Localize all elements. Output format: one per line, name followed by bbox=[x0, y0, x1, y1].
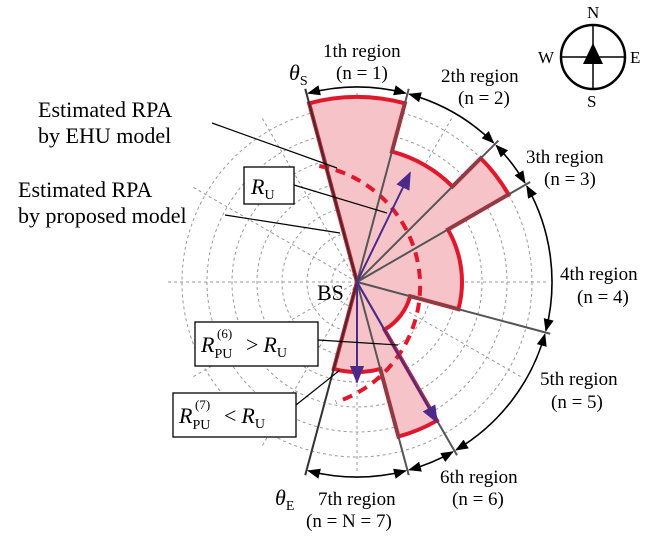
region-divider bbox=[356, 181, 531, 283]
grid-spoke bbox=[260, 115, 358, 283]
region-labels: 1th region (n = 1) 2th region (n = 2) 3t… bbox=[306, 41, 638, 532]
ru-arrow bbox=[356, 171, 411, 283]
ehu-annotation-line2: by EHU model bbox=[38, 123, 171, 148]
region-2-n: (n = 2) bbox=[458, 88, 510, 109]
compass-needle-icon bbox=[583, 43, 603, 64]
rpu7-box-frame bbox=[172, 392, 297, 438]
grid-spoke bbox=[190, 281, 358, 379]
compass-south: S bbox=[587, 92, 596, 111]
rpu7-box: RPU(7)<RU bbox=[172, 392, 297, 438]
leader-lines bbox=[211, 122, 399, 406]
region-1-n: (n = 1) bbox=[336, 63, 388, 84]
compass-north: N bbox=[587, 3, 599, 22]
compass-west: W bbox=[538, 48, 555, 67]
region-divider bbox=[356, 281, 410, 476]
region-1-title: 1th region bbox=[323, 41, 401, 62]
sector-region-2 bbox=[357, 151, 453, 282]
ru-leader bbox=[293, 184, 388, 214]
rpu6-leader bbox=[317, 339, 399, 346]
ehu-rpa-arc bbox=[318, 164, 423, 405]
extent-arc-region-5 bbox=[455, 333, 547, 451]
region-3-title: 3th region bbox=[526, 147, 604, 168]
grid-spoke bbox=[190, 185, 358, 283]
rpu6-box: RPU(6)>RU bbox=[194, 321, 319, 367]
ru-box: RU bbox=[243, 166, 295, 205]
rpu7-leader bbox=[295, 369, 341, 406]
region-4-n: (n = 4) bbox=[577, 287, 629, 308]
extent-arc-region-3 bbox=[495, 144, 526, 184]
rpu7-box-text: RPU(7)<RU bbox=[178, 397, 265, 433]
ehu-annotation-line1: Estimated RPA bbox=[38, 97, 172, 122]
compass: N S W E bbox=[538, 3, 640, 111]
extent-arc-region-2 bbox=[408, 92, 495, 144]
rpu6-arrow bbox=[356, 281, 438, 424]
theta-start-label: θS bbox=[289, 60, 308, 89]
region-5-title: 5th region bbox=[540, 369, 618, 390]
region-2-title: 2th region bbox=[441, 66, 519, 87]
extent-arc-region-1 bbox=[307, 85, 407, 96]
ehu-leader bbox=[211, 122, 338, 169]
region-3-n: (n = 3) bbox=[544, 169, 596, 190]
region-divider bbox=[356, 88, 410, 283]
region-6-title: 6th region bbox=[440, 467, 518, 488]
proposed-annotation-line2: by proposed model bbox=[18, 203, 187, 228]
extent-arc-region-7 bbox=[307, 468, 407, 479]
grid-spoke bbox=[260, 281, 358, 449]
bs-label: BS bbox=[317, 280, 344, 305]
ru-box-frame bbox=[243, 166, 295, 205]
ru-box-text: RU bbox=[250, 174, 275, 203]
region-extent-arcs bbox=[307, 85, 554, 479]
sector-region-1 bbox=[309, 97, 405, 283]
region-5-n: (n = 5) bbox=[551, 392, 603, 413]
proposed-leader bbox=[224, 214, 341, 234]
region-divider bbox=[356, 281, 551, 335]
theta-end-label: θE bbox=[275, 485, 294, 514]
proposed-annotation-line1: Estimated RPA bbox=[18, 177, 152, 202]
extent-arc-region-4 bbox=[526, 185, 554, 332]
extent-arc-region-6 bbox=[408, 451, 454, 472]
compass-east: E bbox=[630, 48, 640, 67]
rpu6-box-frame bbox=[194, 321, 319, 367]
region-6-n: (n = 6) bbox=[452, 489, 504, 510]
region-4-title: 4th region bbox=[560, 264, 638, 285]
rpa-sectors bbox=[306, 95, 512, 439]
sector-region-3 bbox=[357, 158, 509, 282]
rpu6-box-text: RPU(6)>RU bbox=[200, 326, 287, 362]
region-divider bbox=[304, 88, 358, 283]
region-7-title: 7th region bbox=[318, 489, 396, 510]
region-7-n: (n = N = 7) bbox=[306, 511, 392, 532]
region-divider bbox=[356, 139, 500, 283]
region-divider bbox=[304, 281, 358, 476]
sector-region-4 bbox=[357, 229, 462, 310]
